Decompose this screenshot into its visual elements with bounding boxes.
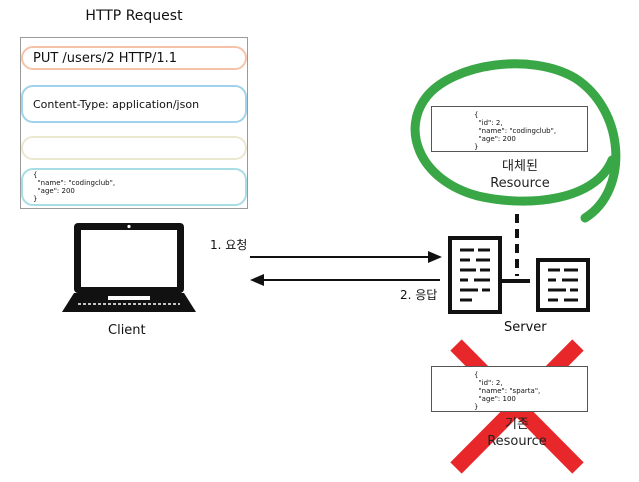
highlight-circle	[410, 59, 621, 223]
request-arrow	[250, 251, 442, 263]
old-resource-box: { "id": 2, "name": "sparta", "age": 100 …	[431, 366, 588, 412]
request-line: PUT /users/2 HTTP/1.1	[21, 46, 247, 70]
request-arrow-label: 1. 요청	[210, 238, 248, 252]
old-caption-line2: Resource	[487, 434, 547, 449]
request-body-json: { "name": "codingclub", "age": 200 }	[33, 171, 116, 203]
request-header-line: Content-Type: application/json	[21, 85, 247, 123]
client-label: Client	[108, 323, 146, 338]
request-title: HTTP Request	[85, 8, 183, 24]
server-label: Server	[504, 320, 547, 335]
replaced-resource-caption: 대체된 Resource	[470, 158, 570, 192]
request-method-line: PUT /users/2 HTTP/1.1	[33, 50, 178, 66]
old-caption-line1: 기존	[505, 417, 529, 432]
response-arrow	[250, 274, 440, 286]
request-blank-line	[21, 136, 247, 160]
request-body: { "name": "codingclub", "age": 200 }	[21, 168, 247, 206]
response-arrow-label: 2. 응답	[400, 288, 438, 302]
content-type-header: Content-Type: application/json	[33, 97, 200, 111]
server-icon	[448, 236, 590, 314]
replaced-resource-json: { "id": 2, "name": "codingclub", "age": …	[474, 111, 557, 151]
old-resource-json: { "id": 2, "name": "sparta", "age": 100 …	[474, 371, 541, 411]
old-resource-caption: 기존 Resource	[467, 416, 567, 450]
replaced-caption-line2: Resource	[490, 176, 550, 191]
laptop-icon	[62, 223, 196, 312]
http-request-box: PUT /users/2 HTTP/1.1 Content-Type: appl…	[20, 37, 248, 209]
replaced-caption-line1: 대체된	[502, 159, 538, 174]
replaced-resource-box: { "id": 2, "name": "codingclub", "age": …	[431, 106, 588, 152]
